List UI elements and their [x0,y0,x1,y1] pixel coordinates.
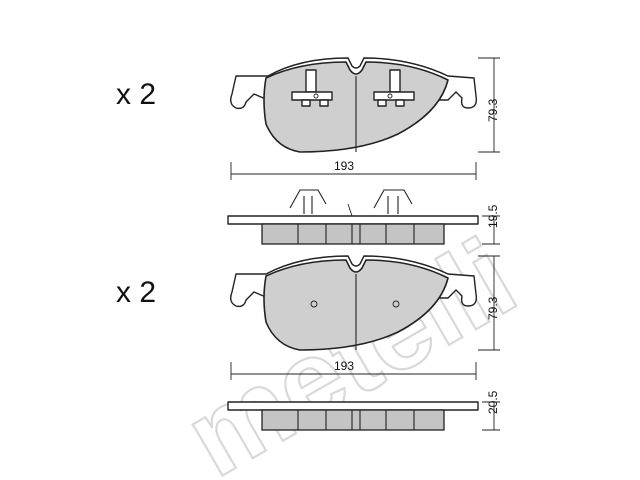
top-pad-side-view [227,189,479,245]
watermark-logo: metelli [165,215,535,480]
bottom-pad-front-view [229,255,478,351]
top-side-backing-plate [227,215,479,225]
top-pad-front-view [229,57,478,153]
top-side-spring-right [373,189,413,214]
bottom-side-backing-plate [227,401,479,411]
top-height-value: 79.3 [486,98,500,122]
bottom-thickness-value: 20.5 [486,390,500,414]
top-thickness-value: 19.5 [486,204,500,228]
top-height-dimension: 79.3 [478,57,500,153]
bottom-height-dimension: 79.3 [478,255,500,351]
top-width-dimension: 193 [230,159,477,180]
bottom-pad-hole-left [310,300,318,308]
top-width-value: 193 [334,159,354,173]
bottom-height-value: 79.3 [486,296,500,320]
bottom-thickness-dimension: 20.5 [482,390,500,431]
bottom-width-dimension: 193 [230,359,477,380]
bottom-pad-side-view [227,401,479,431]
top-side-spring-left [289,189,327,214]
quantity-label-top: x 2 [116,78,156,111]
top-pad-clip-left [291,69,333,107]
quantity-label-bottom: x 2 [116,276,156,309]
top-pad-clip-right [373,69,415,107]
bottom-side-friction-block [261,409,445,431]
bottom-width-value: 193 [334,359,354,373]
top-side-friction-block [261,223,445,245]
bottom-pad-hole-right [392,300,400,308]
top-thickness-dimension: 19.5 [482,204,500,245]
